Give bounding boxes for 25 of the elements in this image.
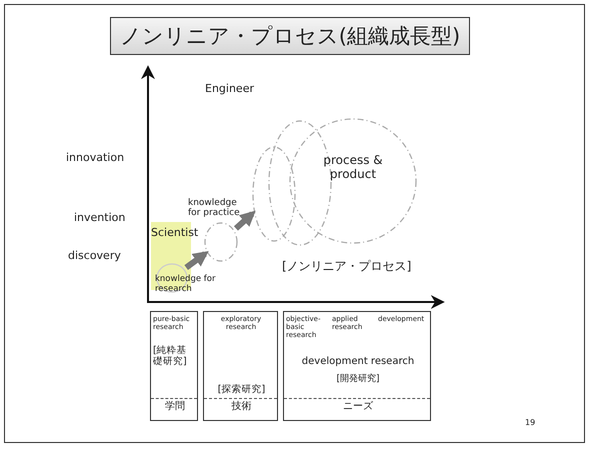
role-label: Engineer <box>205 82 254 95</box>
node-text: ニーズ <box>342 401 374 412</box>
axis-label: discovery <box>68 249 121 262</box>
node-text: 技術 <box>230 401 252 412</box>
arrow <box>184 251 209 270</box>
table-column <box>283 311 431 421</box>
table-column <box>203 311 278 421</box>
title-banner: ノンリニア・プロセス(組織成長型) <box>110 17 470 55</box>
node-text: knowledge for practice <box>188 198 241 219</box>
node-text: development research <box>300 356 416 368</box>
node-text: 学問 <box>164 401 186 412</box>
node-text: knowledge for research <box>155 275 216 295</box>
page-number: 19 <box>525 418 536 427</box>
table-column <box>150 311 198 421</box>
node-text: [探索研究] <box>216 385 266 396</box>
node-text: process & product <box>322 154 384 182</box>
process-label: [ノンリニア・プロセス] <box>282 258 412 275</box>
axis-label: innovation <box>66 151 124 164</box>
role-label: Scientist <box>151 226 198 239</box>
node-text: [純粋基礎研究] <box>153 346 188 368</box>
dashed-circle <box>289 118 417 244</box>
dashed-circle <box>252 146 296 242</box>
arrow <box>234 210 256 231</box>
node-text: [開発研究] <box>335 374 381 384</box>
axis-label: invention <box>74 211 126 224</box>
